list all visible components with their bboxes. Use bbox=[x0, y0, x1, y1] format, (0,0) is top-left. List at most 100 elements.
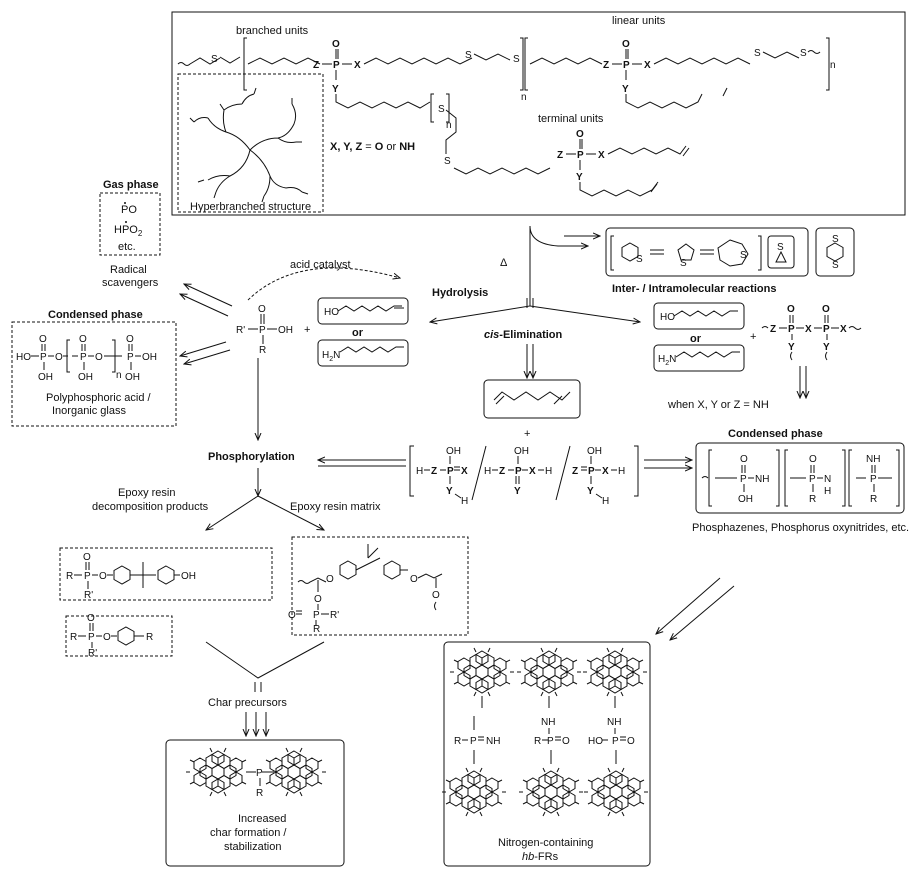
phosphazene-structure: P O OH NH P O R N H P NH R bbox=[701, 449, 900, 507]
svg-text:Y: Y bbox=[587, 486, 594, 497]
svg-text:X: X bbox=[840, 324, 847, 335]
svg-text:P: P bbox=[623, 60, 630, 71]
svg-text:P: P bbox=[577, 150, 584, 161]
char-formation-box bbox=[165, 739, 345, 867]
svg-text:Y: Y bbox=[446, 486, 453, 497]
svg-text:NH: NH bbox=[541, 717, 555, 728]
etc-label: etc. bbox=[118, 241, 136, 253]
svg-text:P: P bbox=[547, 736, 554, 747]
svg-text:OH: OH bbox=[446, 446, 461, 457]
svg-text:O: O bbox=[410, 574, 418, 585]
svg-text:P: P bbox=[259, 325, 266, 336]
svg-text:S: S bbox=[211, 54, 218, 65]
svg-text:+: + bbox=[750, 331, 756, 343]
polyphosphoric-structure: HO P O OH O P O OH O n P O OH OH bbox=[16, 334, 157, 383]
hyperbranched-label: Hyperbranched structure bbox=[190, 201, 311, 213]
alcohol-option-right bbox=[653, 302, 745, 330]
svg-text:S: S bbox=[777, 242, 784, 253]
svg-text:Z: Z bbox=[603, 60, 609, 71]
svg-text:X: X bbox=[805, 324, 812, 335]
epoxy-matrix-box bbox=[291, 536, 469, 636]
p-h-species: H Z P X OH Y H H Z P X H OH Y Z P X H bbox=[409, 445, 639, 507]
svg-text:R: R bbox=[146, 632, 153, 643]
delta-label: Δ bbox=[500, 257, 508, 269]
svg-text:Y: Y bbox=[622, 84, 629, 95]
svg-text:NH: NH bbox=[866, 454, 880, 465]
svg-text:O: O bbox=[562, 736, 570, 747]
inter-intra-arrow bbox=[529, 225, 588, 246]
svg-text:NH: NH bbox=[486, 736, 500, 747]
svg-text:X: X bbox=[644, 60, 651, 71]
char-caption-1: Increased bbox=[238, 813, 286, 825]
svg-text:OH: OH bbox=[738, 494, 753, 505]
svg-text:Z: Z bbox=[770, 324, 776, 335]
svg-text:X: X bbox=[461, 466, 468, 477]
svg-text:X: X bbox=[529, 466, 536, 477]
char-precursors-label: Char precursors bbox=[208, 697, 287, 709]
svg-text:H: H bbox=[416, 466, 423, 477]
alcohol-option-left bbox=[317, 297, 409, 325]
svg-text:Z: Z bbox=[499, 466, 505, 477]
svg-text:n: n bbox=[830, 60, 836, 71]
arrow-to-gas-2 bbox=[180, 294, 229, 317]
svg-text:HO: HO bbox=[588, 736, 603, 747]
svg-text:NH: NH bbox=[755, 474, 769, 485]
xyz-legend: X, Y, Z = O or NH bbox=[330, 141, 415, 153]
svg-text:P: P bbox=[127, 352, 134, 363]
svg-text:O: O bbox=[314, 594, 322, 605]
svg-text:or: or bbox=[690, 333, 702, 345]
svg-text:O: O bbox=[576, 129, 584, 140]
svg-text:S: S bbox=[636, 254, 643, 265]
polymer-backbone: S Z P O X S S n Z P O X S S n Y Y bbox=[177, 37, 836, 197]
svg-text:R: R bbox=[256, 788, 263, 799]
diene-box bbox=[483, 379, 581, 419]
svg-text:R: R bbox=[454, 736, 461, 747]
svg-text:R: R bbox=[259, 345, 266, 356]
condensed-right-box bbox=[695, 442, 905, 514]
decomp-box-1 bbox=[59, 547, 273, 601]
hydrolysis-arrow-right bbox=[529, 305, 640, 322]
svg-text:O: O bbox=[87, 613, 95, 624]
svg-text:P: P bbox=[740, 474, 747, 485]
svg-text:or: or bbox=[352, 327, 364, 339]
svg-text:R: R bbox=[870, 494, 877, 505]
svg-text:X: X bbox=[354, 60, 361, 71]
svg-text:P: P bbox=[256, 768, 263, 779]
hydrolysis-label: Hydrolysis bbox=[432, 287, 488, 299]
svg-text:X: X bbox=[598, 150, 605, 161]
svg-text:R': R' bbox=[330, 610, 339, 621]
svg-text:O: O bbox=[740, 454, 748, 465]
svg-text:OH: OH bbox=[514, 446, 529, 457]
svg-text:HO: HO bbox=[660, 312, 675, 323]
svg-text:S: S bbox=[832, 234, 839, 245]
svg-text:n: n bbox=[446, 120, 452, 131]
svg-text:O: O bbox=[55, 352, 63, 363]
svg-text:O: O bbox=[332, 39, 340, 50]
svg-text:P: P bbox=[470, 736, 477, 747]
svg-text:OH: OH bbox=[278, 325, 293, 336]
phosphonic-acid: R' P O OH R bbox=[236, 304, 293, 356]
svg-text:O: O bbox=[627, 736, 635, 747]
svg-text:O: O bbox=[95, 352, 103, 363]
polymer-structure-box bbox=[171, 11, 906, 216]
gas-phase-title: Gas phase bbox=[103, 179, 159, 191]
svg-text:R: R bbox=[534, 736, 541, 747]
svg-text:S: S bbox=[754, 48, 761, 59]
right-polymer-fragment: Z P O X P O X Y Y bbox=[761, 304, 862, 361]
svg-text:OH: OH bbox=[587, 446, 602, 457]
svg-text:P: P bbox=[84, 571, 91, 582]
cis-elimination-label: cis-Elimination bbox=[484, 329, 563, 341]
svg-text:S: S bbox=[444, 156, 451, 167]
svg-text:O: O bbox=[258, 304, 266, 315]
svg-text:O: O bbox=[103, 632, 111, 643]
svg-text:H: H bbox=[824, 486, 831, 497]
svg-text:Y: Y bbox=[514, 486, 521, 497]
condensed-left-box bbox=[11, 321, 177, 427]
svg-text:S: S bbox=[740, 250, 747, 261]
svg-text:P: P bbox=[333, 60, 340, 71]
svg-text:OH: OH bbox=[125, 372, 140, 383]
phosphazenes-caption: Phosphazenes, Phosphorus oxynitrides, et… bbox=[692, 522, 909, 534]
decomp-box-2 bbox=[65, 615, 173, 657]
